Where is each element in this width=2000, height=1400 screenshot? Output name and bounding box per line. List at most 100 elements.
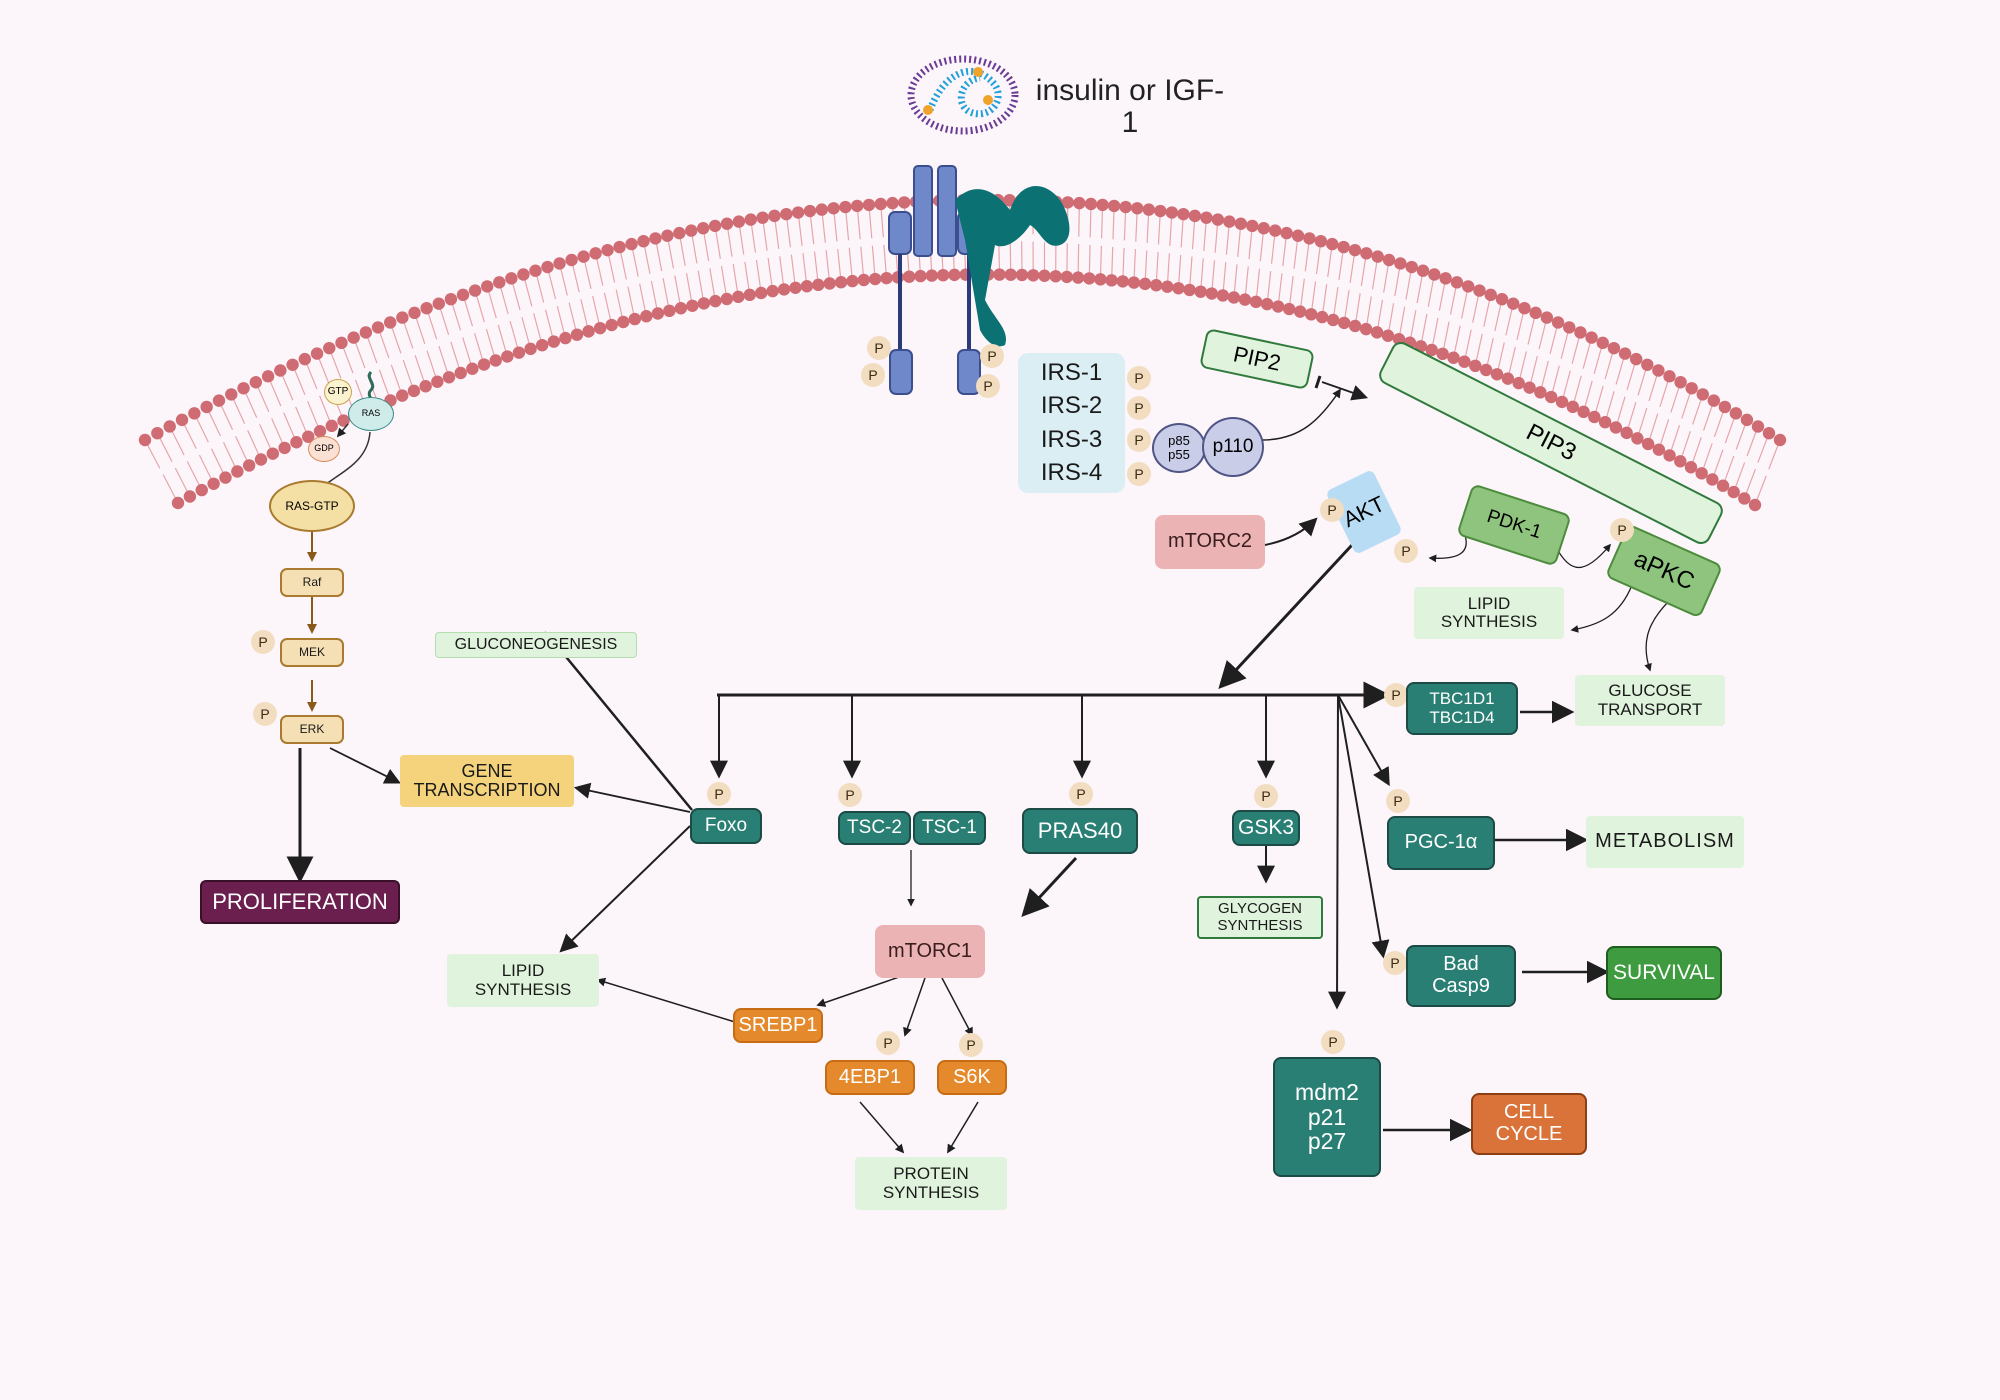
lipid-head [1049, 270, 1062, 283]
lipid-head [171, 496, 185, 510]
lipid-head [212, 394, 226, 407]
lipid-head [1271, 300, 1285, 313]
lipid-head [640, 310, 653, 323]
erk-node: ERK [280, 715, 344, 744]
lipid-head [1161, 280, 1174, 293]
lipid-head [1326, 313, 1340, 327]
lipid-head [696, 222, 710, 235]
lipid-head [1684, 461, 1698, 474]
s6k: S6K [937, 1060, 1007, 1095]
lipid-head [1177, 207, 1190, 221]
lipid-head [862, 198, 876, 212]
lipid-head [347, 331, 360, 344]
lipid-head [850, 199, 864, 213]
lipid-head [732, 215, 746, 228]
lipid-head [1314, 234, 1328, 248]
lipid-head [744, 213, 757, 226]
lipid-head [1326, 237, 1339, 251]
lipid-head [1027, 269, 1040, 282]
lipid-head [886, 196, 899, 210]
lipid-head [1348, 319, 1362, 333]
phospho-bad-casp9: P [1383, 951, 1407, 975]
lipid-head [237, 382, 250, 395]
phospho-erk: P [253, 702, 277, 726]
irs-2-label: IRS-2 [1040, 392, 1103, 420]
lipid-head [1071, 271, 1085, 284]
lipid-head [1518, 301, 1531, 315]
lipid-head [791, 206, 805, 219]
lipid-head [803, 204, 817, 218]
lipid-head [1523, 381, 1536, 394]
pi3k-catalytic: p110 [1202, 417, 1264, 477]
lipid-head [1534, 386, 1547, 399]
lipid-head [1382, 253, 1396, 267]
lipid-head [1183, 283, 1196, 297]
lipid-head [454, 366, 467, 380]
tbc1d1-tbc1d4: TBC1D1 TBC1D4 [1406, 682, 1518, 735]
lipid-head [1501, 372, 1515, 385]
lipid-head [323, 341, 336, 355]
lipid-head [1038, 269, 1051, 282]
phospho-tbc1d: P [1384, 683, 1408, 707]
lipid-head [225, 388, 238, 401]
phospho-4ebp1: P [876, 1031, 900, 1055]
lipid-head [661, 229, 674, 242]
metabolism: METABOLISM [1586, 816, 1744, 868]
lipid-head [1555, 395, 1569, 409]
lipid-head [477, 358, 491, 371]
lipid-head [1211, 213, 1225, 226]
lipid-head [1773, 433, 1787, 447]
phospho-mek: P [251, 630, 275, 654]
lipid-head [1142, 203, 1156, 216]
lipid-head [582, 325, 595, 338]
lipid-head [1529, 306, 1542, 320]
gene-transcription: GENE TRANSCRIPTION [400, 755, 574, 807]
lipid-head [993, 268, 1006, 281]
lipid-head [420, 301, 433, 315]
lipid-head [1674, 455, 1687, 468]
lipid-head [559, 331, 572, 345]
lipid-head [408, 306, 421, 320]
srebp1: SREBP1 [733, 1008, 823, 1043]
lipid-head [310, 347, 324, 360]
lipid-head [868, 272, 882, 286]
lipid-head [815, 203, 828, 216]
lipid-head [697, 297, 711, 310]
lipid-head [1223, 215, 1236, 228]
lipid-head [1450, 276, 1464, 289]
phospho-s6k: P [959, 1033, 983, 1057]
lipid-head [1060, 270, 1074, 284]
phospho-irs-4: P [1127, 462, 1151, 486]
lipid-head [298, 352, 312, 366]
lipid-head [1574, 326, 1587, 339]
lipid-head [1416, 264, 1430, 277]
lipid-head [468, 284, 482, 297]
lipid-head [1469, 359, 1482, 373]
lipid-head [1127, 276, 1141, 289]
lipid-head [1620, 426, 1633, 440]
lipid-head [570, 328, 584, 341]
phospho-akt-2: P [1394, 539, 1418, 563]
lipid-head [371, 321, 385, 334]
lipid-head [800, 280, 814, 293]
lipid-head [524, 342, 537, 356]
mtorc2: mTORC2 [1155, 515, 1265, 569]
lipid-head [1194, 285, 1207, 298]
lipid-head [1381, 329, 1395, 342]
gdp-badge: GDP [308, 436, 340, 462]
phospho-akt-1: P [1320, 498, 1344, 522]
lipid-head [1370, 326, 1384, 339]
lipid-head [1436, 347, 1449, 361]
lipid-head [780, 207, 793, 221]
lipid-head [1696, 388, 1709, 401]
gsk3: GSK3 [1232, 810, 1300, 846]
lipid-head [553, 257, 566, 270]
lipid-head [188, 407, 201, 420]
lipid-head [1729, 407, 1743, 420]
lipid-head [442, 371, 456, 384]
lipid-head [1748, 498, 1762, 512]
lipid-head [1096, 198, 1109, 212]
phospho-tsc2: P [838, 783, 862, 807]
pras40: PRAS40 [1022, 808, 1138, 854]
phospho-irs-2: P [1127, 396, 1151, 420]
